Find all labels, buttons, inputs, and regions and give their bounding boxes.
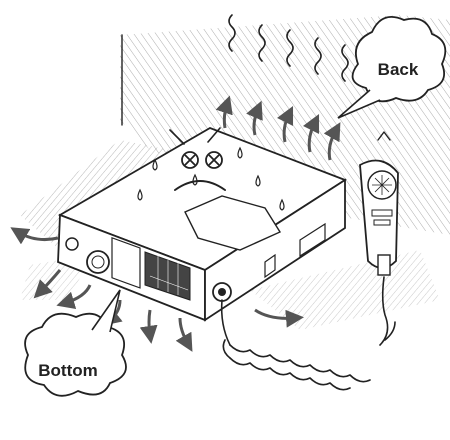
small-knob	[66, 238, 78, 250]
back-label: Back	[378, 60, 419, 79]
bottom-label: Bottom	[38, 361, 97, 380]
bottom-callout: Bottom	[25, 290, 126, 396]
mic-jack	[213, 283, 231, 301]
front-knob	[87, 251, 109, 273]
